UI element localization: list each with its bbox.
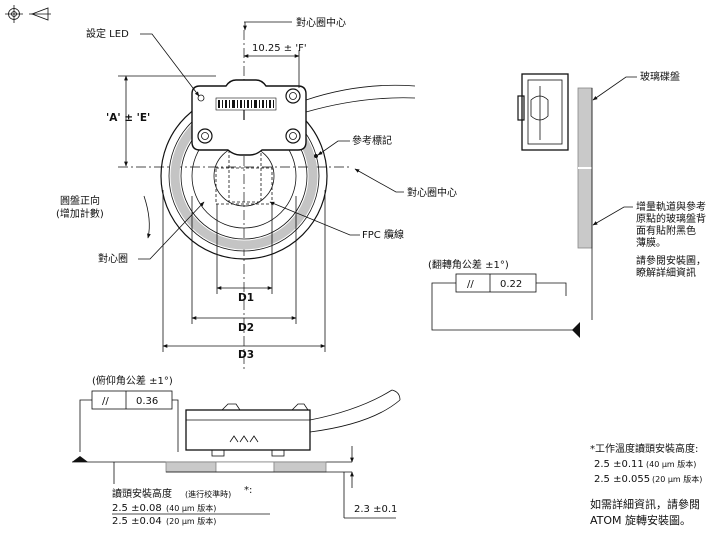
mount-height-star: *: [244,485,252,496]
disc-direction-label-1: 圓盤正向 [60,194,100,207]
dim-2-3-label: 2.3 ±0.1 [354,504,397,515]
disc-direction-label-2: (增加計數) [56,207,104,220]
readhead-section [185,409,311,451]
op-temp-2b: (20 µm 版本) [652,474,702,484]
side-view: 玻璃碟盤 增量軌道與參考 原點的玻璃盤背 面有貼附黑色 薄膜。 請參閱安裝圖， … [428,70,706,338]
coating-label-1: 增量軌道與參考 [636,200,706,213]
coating-label-3: 面有貼附黑色 [636,224,696,237]
set-led-icon [197,94,205,102]
mount-height-title-b: (進行校準時) [185,489,231,499]
rotation-arrow-icon [143,195,151,239]
mount-height-1b: (40 µm 版本) [166,503,216,513]
more-info-1: 如需詳細資訊，請參閱 [590,497,700,511]
notes: *工作溫度讀頭安裝高度: 2.5 ±0.11 (40 µm 版本) 2.5 ±0… [590,442,702,527]
ref-mark-label: 參考標記 [352,134,392,147]
see-install-label-1: 請參閱安裝圖， [636,254,706,267]
roll-symbol: // [467,279,474,290]
front-view: 10.25 ± 'F' 對心圈中心 'A' ± 'E' 設定 LED 參考標記 … [56,16,457,372]
center-mark-top-label: 對心圈中心 [296,16,346,29]
d3-label: D3 [238,349,254,361]
reference-mark-icon [314,154,318,158]
set-led-label: 設定 LED [86,27,129,40]
datum-triangle-bottom-icon [72,456,88,462]
cable-bottom [305,97,416,113]
third-angle-projection-icon [5,5,51,23]
d1-label: D1 [238,292,254,304]
pitch-tolerance-label: (俯仰角公差 ±1°) [92,374,173,387]
dim-f-label: 10.25 ± 'F' [252,43,307,54]
pitch-value: 0.36 [136,396,158,407]
roll-value: 0.22 [500,279,522,290]
cable-top [305,84,416,101]
dim-ae-label: 'A' ± 'E' [106,112,150,124]
glass-disc-label: 玻璃碟盤 [640,70,680,83]
coating-label-2: 原點的玻璃盤背 [636,212,706,225]
fpc-cable-label: FPC 纜線 [362,228,404,241]
center-mark-mid-label: 對心圈中心 [407,186,457,199]
op-temp-title: *工作溫度讀頭安裝高度: [590,442,698,455]
more-info-2: ATOM 旋轉安裝圖。 [590,513,691,527]
roll-tolerance-label: (翻轉角公差 ±1°) [428,258,509,271]
centering-ring-hidden [228,149,262,203]
mount-height-1a: 2.5 ±0.08 [112,503,162,514]
datum-triangle-icon [572,322,580,338]
op-temp-2a: 2.5 ±0.055 [594,474,650,485]
op-temp-1a: 2.5 ±0.11 [594,459,644,470]
mount-height-2a: 2.5 ±0.04 [112,516,162,527]
coating-label-4: 薄膜。 [636,236,666,249]
op-temp-1b: (40 µm 版本) [646,459,696,469]
d2-label: D2 [238,322,254,334]
readhead-front [191,79,307,156]
pitch-symbol: // [102,396,109,407]
bottom-section-view: (俯仰角公差 ±1°) // 0.36 讀頭安裝高度 (進行校準時) *: 2.… [72,374,401,527]
mount-height-2b: (20 µm 版本) [166,516,216,526]
centering-ring-label: 對心圈 [98,252,128,265]
scale-pattern-icon [218,100,274,108]
see-install-label-2: 瞭解詳細資訊 [636,266,696,279]
mount-height-title-a: 讀頭安裝高度 [112,487,172,500]
